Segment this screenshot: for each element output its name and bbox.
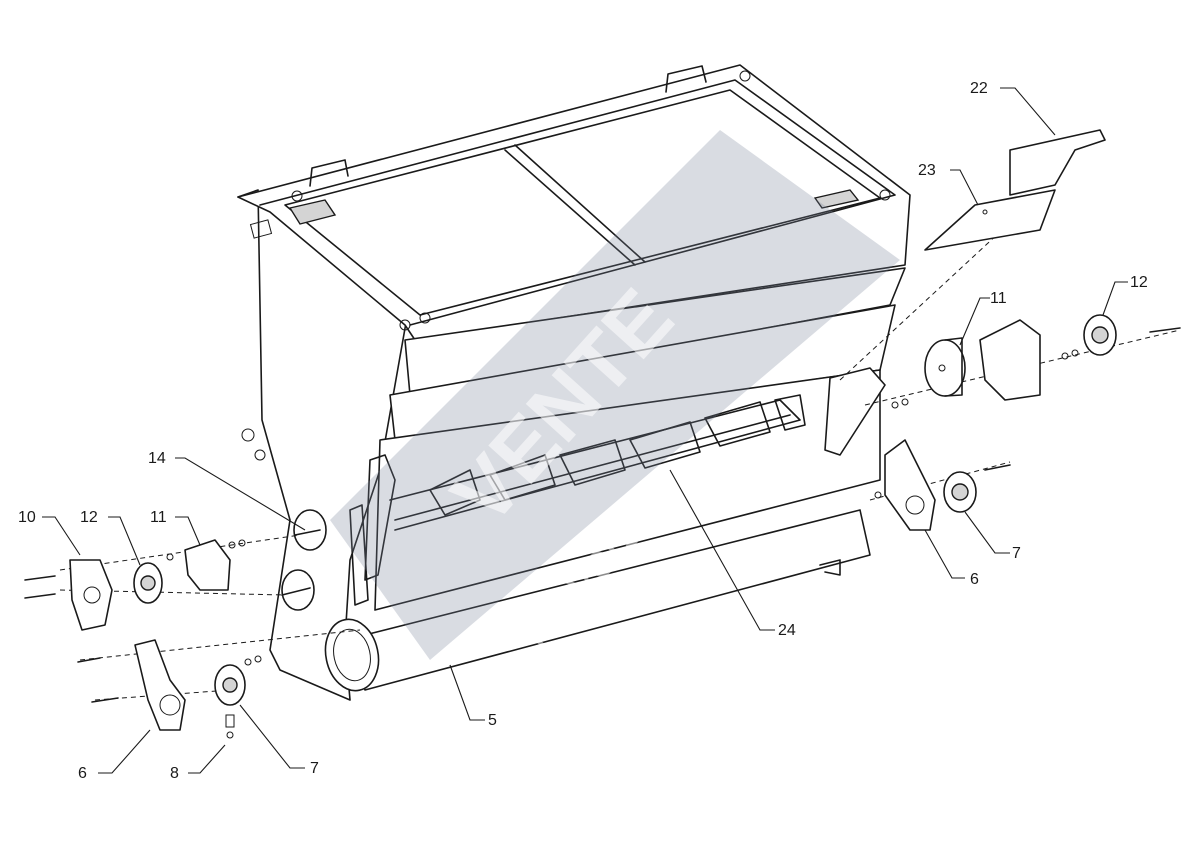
callout-22: 22 [970,80,988,97]
callout-7-left: 7 [310,760,319,777]
hopper-body [237,64,911,701]
callout-12-right: 12 [1130,274,1148,291]
callouts: 22 23 11 12 14 10 12 11 24 6 7 5 6 8 7 [18,80,1148,782]
callout-6-left: 6 [78,765,87,782]
agitator-assembly [349,367,886,606]
callout-12-left: 12 [80,509,98,526]
callout-8: 8 [170,765,179,782]
callout-11-right: 11 [990,290,1007,307]
callout-7-right: 7 [1012,545,1021,562]
leader-lines [42,87,1128,774]
callout-24: 24 [778,622,796,639]
callout-11-left: 11 [150,509,167,526]
callout-5: 5 [488,712,497,729]
callout-14: 14 [148,450,166,467]
callout-23: 23 [918,162,936,179]
left-side-parts [24,539,262,739]
callout-10: 10 [18,509,36,526]
auger-tube [324,509,871,692]
right-side-parts [874,129,1181,531]
callout-6-right: 6 [970,571,979,588]
shaft-stubs [281,509,327,611]
